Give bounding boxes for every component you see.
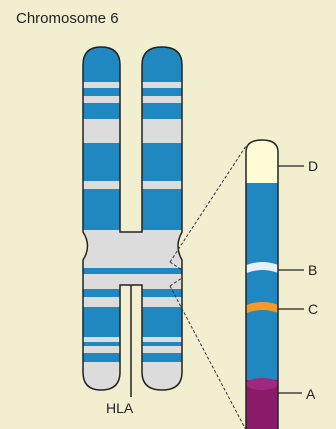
- label-d: D: [308, 158, 318, 174]
- band: [70, 353, 190, 362]
- band: [70, 189, 190, 230]
- band: [70, 268, 190, 274]
- enlarged-segment: [240, 135, 304, 429]
- band: [70, 342, 190, 346]
- label-c: C: [308, 301, 318, 317]
- label-b: B: [308, 262, 317, 278]
- label-hla: HLA: [106, 400, 133, 416]
- band: [70, 307, 190, 337]
- band: [70, 88, 190, 96]
- band: [70, 103, 190, 119]
- label-a: A: [306, 386, 315, 402]
- band: [70, 143, 190, 181]
- band: [70, 289, 190, 297]
- chromosome-6: [70, 40, 190, 400]
